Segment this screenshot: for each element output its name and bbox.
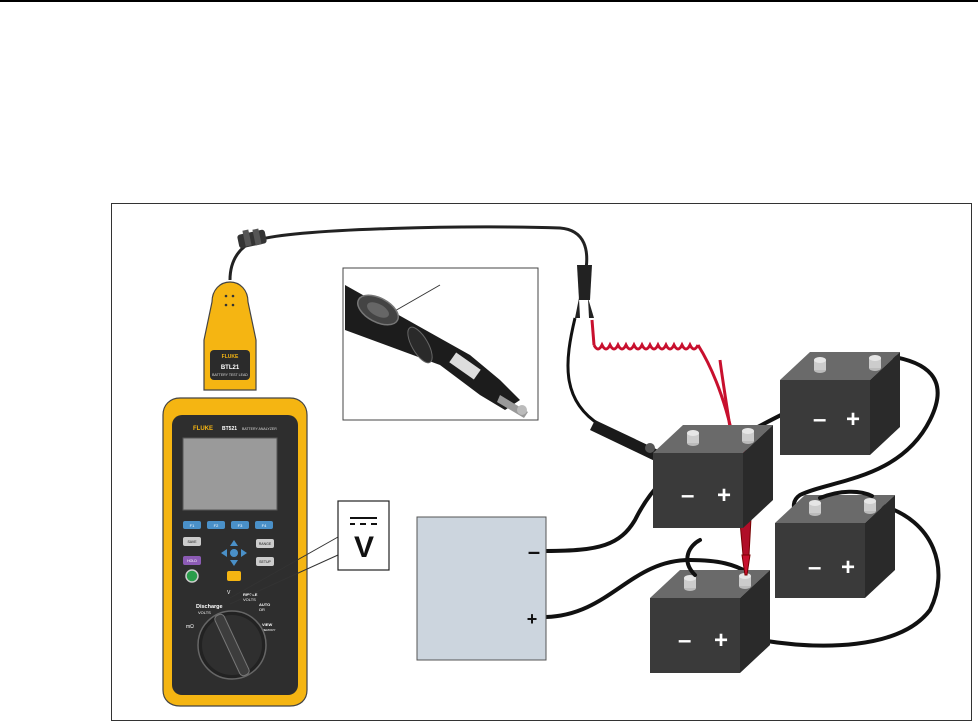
power-button bbox=[185, 569, 199, 583]
battery-bottom-left: – + bbox=[650, 570, 770, 673]
battery-plus-sign: + bbox=[717, 482, 731, 509]
callout-leader-line bbox=[229, 536, 339, 599]
dial-mohm-label: mΩ bbox=[186, 624, 194, 630]
rotary-dial-knob[interactable] bbox=[197, 610, 267, 680]
meter-line-label: BATTERY ANALYZER bbox=[242, 427, 277, 431]
inset-leader-line bbox=[392, 284, 441, 313]
y-splitter bbox=[575, 265, 594, 318]
save-key-label: SAVE bbox=[187, 540, 197, 544]
battery-analyzer-meter: FLUKE BTL21 BATTERY TEST LEAD FLUKE BT52… bbox=[162, 281, 308, 707]
function-keys: F1 F2 F3 F4 bbox=[183, 521, 273, 529]
dc-volts-callout: V bbox=[337, 500, 390, 571]
header-rule bbox=[0, 0, 978, 2]
dial-auto-label: AUTO bbox=[259, 602, 270, 607]
f2-key-label: F2 bbox=[214, 523, 219, 528]
supply-plus-terminal: + bbox=[527, 609, 538, 629]
battery-top-right: – + bbox=[780, 352, 900, 455]
battery-minus-sign: – bbox=[813, 406, 826, 433]
dial-ripple-sub: VOLTS bbox=[243, 597, 256, 602]
dial-discharge-label: Discharge bbox=[196, 604, 223, 610]
wire-supply-plus bbox=[544, 557, 749, 619]
supply-minus-terminal: – bbox=[528, 539, 540, 564]
dial-auto-sub: ΩR bbox=[259, 607, 265, 612]
battery-minus-sign: – bbox=[681, 482, 694, 509]
hold-key-label: HOLD bbox=[187, 559, 197, 563]
navigation-keys bbox=[221, 540, 247, 566]
battery-minus-sign: – bbox=[678, 627, 691, 654]
dc-volts-symbol: V bbox=[354, 531, 374, 564]
f3-key-label: F3 bbox=[238, 523, 243, 528]
f4-key-label: F4 bbox=[262, 523, 267, 528]
probe-inset bbox=[342, 267, 539, 421]
wire-bottom-chain bbox=[758, 503, 941, 648]
meter-brand-label: FLUKE bbox=[193, 426, 213, 432]
f1-key-label: F1 bbox=[190, 523, 195, 528]
dial-view-sub: MEMORY bbox=[262, 628, 275, 632]
battery-minus-sign: – bbox=[808, 554, 821, 581]
probe-model-label: BTL21 bbox=[221, 365, 240, 371]
dc-power-supply: – + bbox=[416, 516, 547, 661]
dial-discharge-sub: VOLTS bbox=[198, 610, 211, 615]
battery-plus-sign: + bbox=[846, 406, 860, 433]
battery-plus-sign: + bbox=[841, 554, 855, 581]
meter-model-label: BT521 bbox=[222, 426, 237, 432]
probe-brand-label: FLUKE bbox=[222, 354, 239, 360]
meter-display bbox=[182, 437, 278, 511]
battery-plus-sign: + bbox=[714, 627, 728, 654]
cable-connector bbox=[237, 228, 267, 249]
front-wires bbox=[685, 489, 874, 577]
probe-line-label: BATTERY TEST LEAD bbox=[212, 373, 248, 377]
setup-key-label: SETUP bbox=[259, 560, 271, 564]
battery-middle-left: – + bbox=[653, 425, 773, 528]
range-key-label: RANGE bbox=[259, 542, 272, 546]
dial-view-label: VIEW bbox=[262, 622, 272, 627]
dial-v-label: V bbox=[227, 590, 231, 596]
red-probe-tip bbox=[741, 554, 751, 576]
figure-frame bbox=[111, 203, 972, 721]
battery-middle-right: – + bbox=[775, 495, 895, 598]
